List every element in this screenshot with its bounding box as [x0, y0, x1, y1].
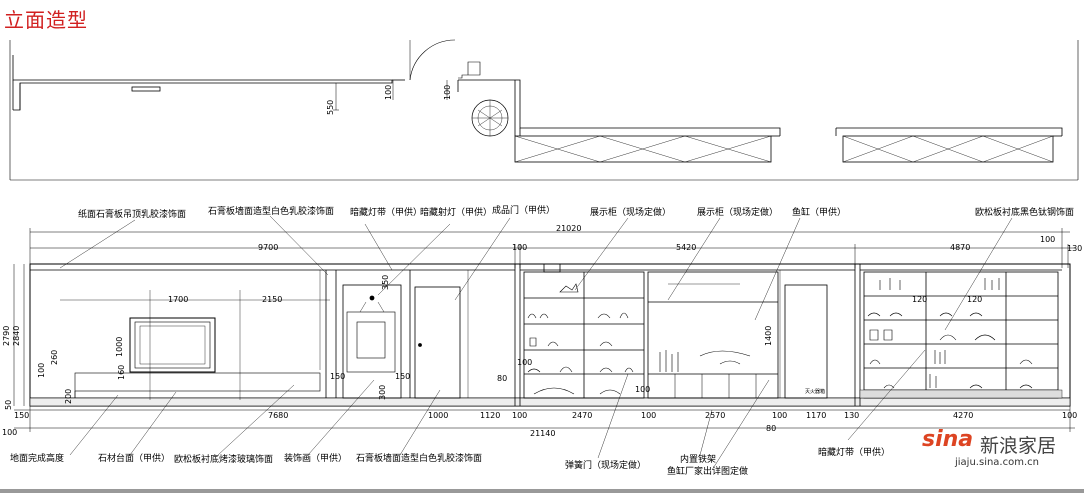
- bdim-1170: 1170: [806, 411, 827, 420]
- label-gypsum-wall: 石膏板墙面造型白色乳胶漆饰面: [208, 207, 335, 217]
- dim-130-top: 130: [1067, 244, 1083, 253]
- dim-2840: 2840: [12, 325, 21, 346]
- shelf-decor: [527, 278, 1033, 395]
- bdim-1120: 1120: [480, 411, 501, 420]
- label-hidden-spotlight: 暗藏射灯（甲供）: [420, 208, 493, 218]
- dim-total-top: 21020: [556, 224, 582, 233]
- label-stone-countertop: 石材台面（甲供）: [98, 454, 171, 464]
- label-lacquered-glass: 欧松板衬底烤漆玻璃饰面: [174, 455, 274, 465]
- bdim-100-left: 100: [2, 428, 18, 437]
- bdim-4270: 4270: [953, 411, 974, 420]
- label-spring-door: 弹簧门（现场定做）: [565, 461, 647, 471]
- dim-150-b: 150: [395, 372, 411, 381]
- dim-4870: 4870: [950, 243, 971, 252]
- bdim-100-c: 100: [772, 411, 788, 420]
- dim-200: 200: [64, 388, 73, 404]
- bdim-80: 80: [766, 424, 777, 433]
- dim-350: 350: [381, 274, 390, 290]
- label-hidden-lightstrip-bottom: 暗藏灯带（甲供）: [818, 448, 891, 458]
- page-title: 立面造型: [4, 8, 88, 32]
- watermark-url: jiaju.sina.com.cn: [955, 457, 1039, 468]
- bottom-rule: [0, 489, 1084, 493]
- bdim-150: 150: [14, 411, 30, 420]
- tiny-label: 灭火器箱: [805, 389, 826, 395]
- label-display-cabinet-1: 展示柜（现场定做）: [590, 208, 672, 218]
- elevation-section: [13, 215, 1075, 471]
- dim-550: 550: [326, 99, 335, 115]
- plan-section: [9, 39, 1079, 181]
- dim-1000: 1000: [115, 336, 124, 357]
- dim-100-left: 100: [37, 362, 46, 378]
- dim-2790: 2790: [2, 325, 11, 346]
- bdim-2470: 2470: [572, 411, 593, 420]
- bdim-130: 130: [844, 411, 860, 420]
- bdim-100-a: 100: [512, 411, 528, 420]
- label-painting: 装饰画（甲供）: [284, 454, 348, 464]
- dim-100-inner-a: 100: [517, 358, 533, 367]
- watermark-brand: 新浪家居: [980, 435, 1057, 457]
- dim-100-top-right: 100: [1040, 235, 1056, 244]
- dim-100-plan-a: 100: [384, 84, 393, 100]
- dim-150-a: 150: [330, 372, 346, 381]
- dim-50: 50: [4, 399, 13, 410]
- dim-120-b: 120: [967, 295, 983, 304]
- label-finished-door: 成品门（甲供）: [492, 206, 556, 216]
- dim-300: 300: [378, 384, 387, 400]
- label-fish-tank: 鱼缸（甲供）: [792, 208, 847, 218]
- dim-80-inner: 80: [497, 374, 508, 383]
- dim-5420: 5420: [676, 243, 697, 252]
- dim-2150: 2150: [262, 295, 283, 304]
- sina-logo: sina: [922, 427, 974, 452]
- bdim-2570: 2570: [705, 411, 726, 420]
- dim-160: 160: [117, 364, 126, 380]
- label-gypsum-wall-bottom: 石膏板墙面造型白色乳胶漆饰面: [356, 454, 483, 464]
- dim-260: 260: [50, 349, 59, 365]
- label-fish-tank-maker: 鱼缸厂家出详图定做: [667, 467, 749, 477]
- dim-120-a: 120: [912, 295, 928, 304]
- dim-100-inner-b: 100: [635, 385, 651, 394]
- label-iron-frame: 内置铁架: [680, 455, 717, 465]
- dim-9700: 9700: [258, 243, 279, 252]
- bdim-7680: 7680: [268, 411, 289, 420]
- dim-1400: 1400: [764, 325, 773, 346]
- label-display-cabinet-2: 展示柜（现场定做）: [697, 208, 779, 218]
- label-hidden-lightstrip: 暗藏灯带（甲供）: [350, 208, 423, 218]
- dim-100-plan-b: 100: [443, 84, 452, 100]
- bdim-1000: 1000: [428, 411, 449, 420]
- label-titanium-finish: 欧松板衬底黑色钛钢饰面: [975, 208, 1075, 218]
- dim-1700: 1700: [168, 295, 189, 304]
- dim-100-top: 100: [512, 243, 528, 252]
- label-ceiling: 纸面石膏板吊顶乳胶漆饰面: [78, 210, 187, 220]
- label-floor-height: 地面完成高度: [10, 454, 65, 464]
- bdim-100-d: 100: [1062, 411, 1078, 420]
- bdim-100-b: 100: [641, 411, 657, 420]
- bdim-total: 21140: [530, 429, 556, 438]
